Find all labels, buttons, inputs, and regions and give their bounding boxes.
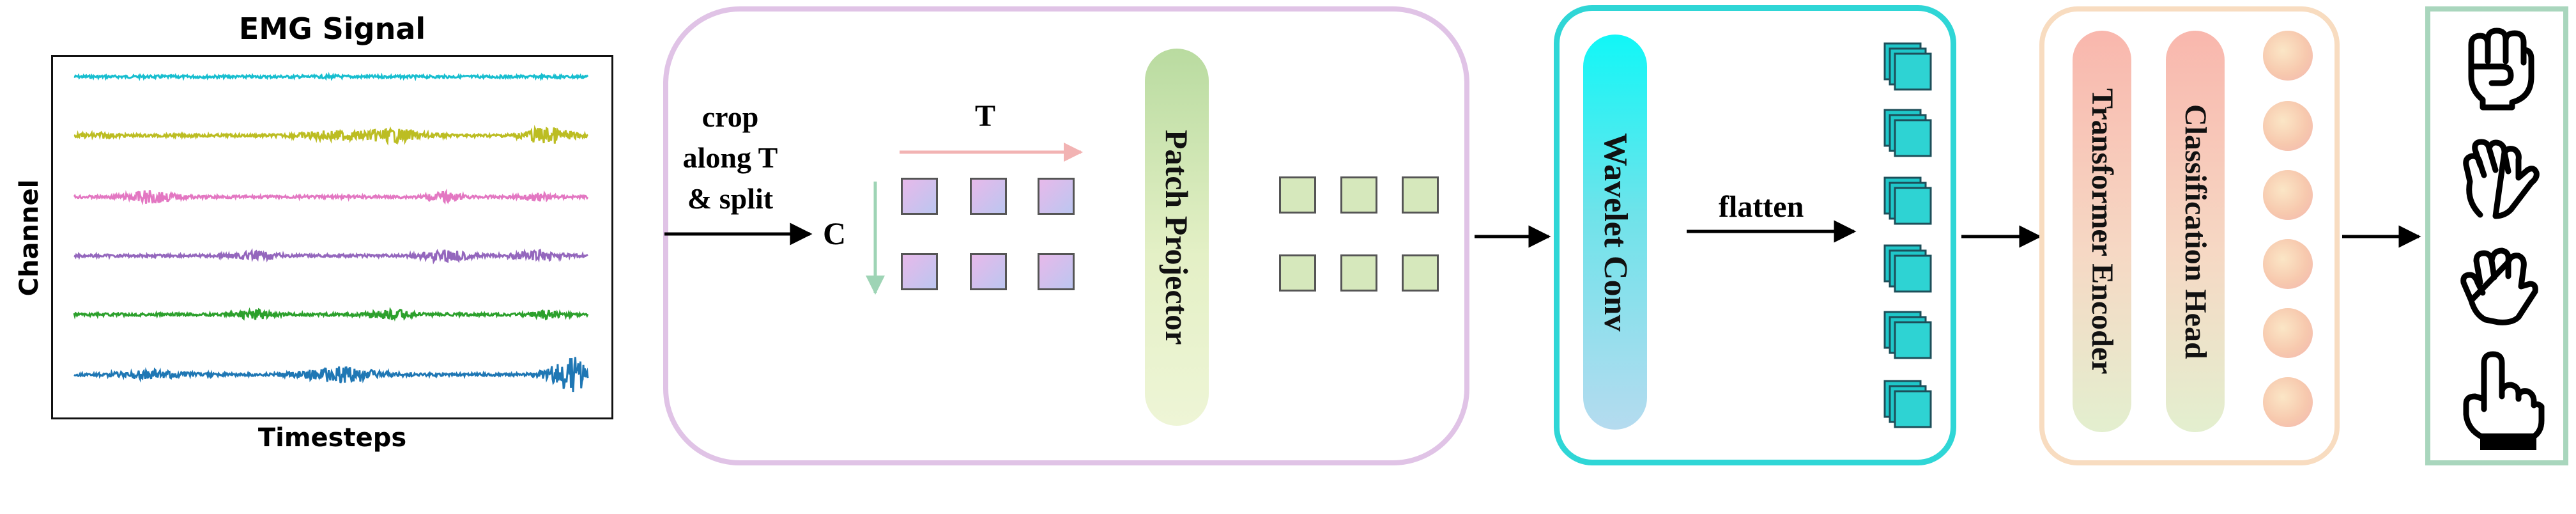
- emg-channel-trace: [73, 247, 588, 265]
- classification-head-block: [2166, 31, 2225, 432]
- emg-channel-trace: [73, 72, 589, 82]
- class-output-node: [2263, 377, 2313, 427]
- patch-projector-block: [1145, 49, 1209, 426]
- open-hand-icon: [2463, 139, 2540, 219]
- fist-icon: [2468, 27, 2534, 111]
- class-output-node: [2263, 101, 2313, 151]
- emg-channel-trace: [73, 357, 589, 393]
- wavelet-conv-label: Wavelet Conv: [1597, 132, 1634, 332]
- emg-title: EMG Signal: [238, 12, 426, 46]
- emg-xlabel: Timesteps: [257, 423, 407, 453]
- patch-projector-label: Patch Projector: [1159, 129, 1195, 345]
- pointing-hand-icon: [2463, 351, 2545, 450]
- encoder-stage-panel: [2039, 6, 2340, 465]
- wavelet-stage-panel: [1554, 5, 1956, 465]
- wavelet-conv-block: [1583, 35, 1647, 430]
- emg-patch: [970, 253, 1007, 290]
- emg-patch: [1038, 253, 1075, 290]
- class-output-node: [2263, 308, 2313, 358]
- class-output-node: [2263, 170, 2313, 220]
- emg-plot-frame: [51, 55, 613, 419]
- channel-axis-label: C: [823, 215, 847, 251]
- crop-label-line-2: along T: [682, 141, 778, 174]
- emg-patch: [901, 253, 938, 290]
- token-stack: [1883, 244, 1932, 293]
- class-output-node: [2263, 239, 2313, 289]
- token-stack: [1883, 380, 1932, 428]
- time-axis-label: T: [975, 99, 996, 133]
- projected-patch: [1402, 176, 1439, 214]
- transformer-encoder-block: [2073, 31, 2131, 432]
- emg-patch: [1038, 178, 1075, 215]
- crop-label-line-1: crop: [702, 100, 759, 133]
- patch-stage-panel: [663, 6, 1469, 465]
- projected-patch: [1340, 176, 1377, 214]
- emg-channel-trace: [73, 125, 589, 146]
- token-stack: [1883, 42, 1932, 91]
- emg-channel-trace: [73, 307, 589, 322]
- token-stack: [1883, 109, 1932, 157]
- claw-hand-icon: [2460, 247, 2538, 325]
- emg-patch: [970, 178, 1007, 215]
- transformer-encoder-label: Transformer Encoder: [2085, 88, 2119, 375]
- projected-patch: [1340, 254, 1377, 292]
- token-stack: [1883, 176, 1932, 225]
- classification-head-label: Classification Head: [2179, 104, 2212, 359]
- emg-signal-traces: [73, 72, 589, 393]
- crop-label-line-3: & split: [687, 182, 774, 215]
- emg-patch: [901, 178, 938, 215]
- class-output-node: [2263, 31, 2313, 81]
- projected-patch: [1279, 176, 1316, 214]
- gesture-output-panel: [2425, 6, 2568, 465]
- emg-channel-trace: [73, 188, 589, 206]
- projected-patch: [1402, 254, 1439, 292]
- flatten-label: flatten: [1719, 190, 1804, 224]
- projected-patch: [1279, 254, 1316, 292]
- token-stack: [1883, 311, 1932, 359]
